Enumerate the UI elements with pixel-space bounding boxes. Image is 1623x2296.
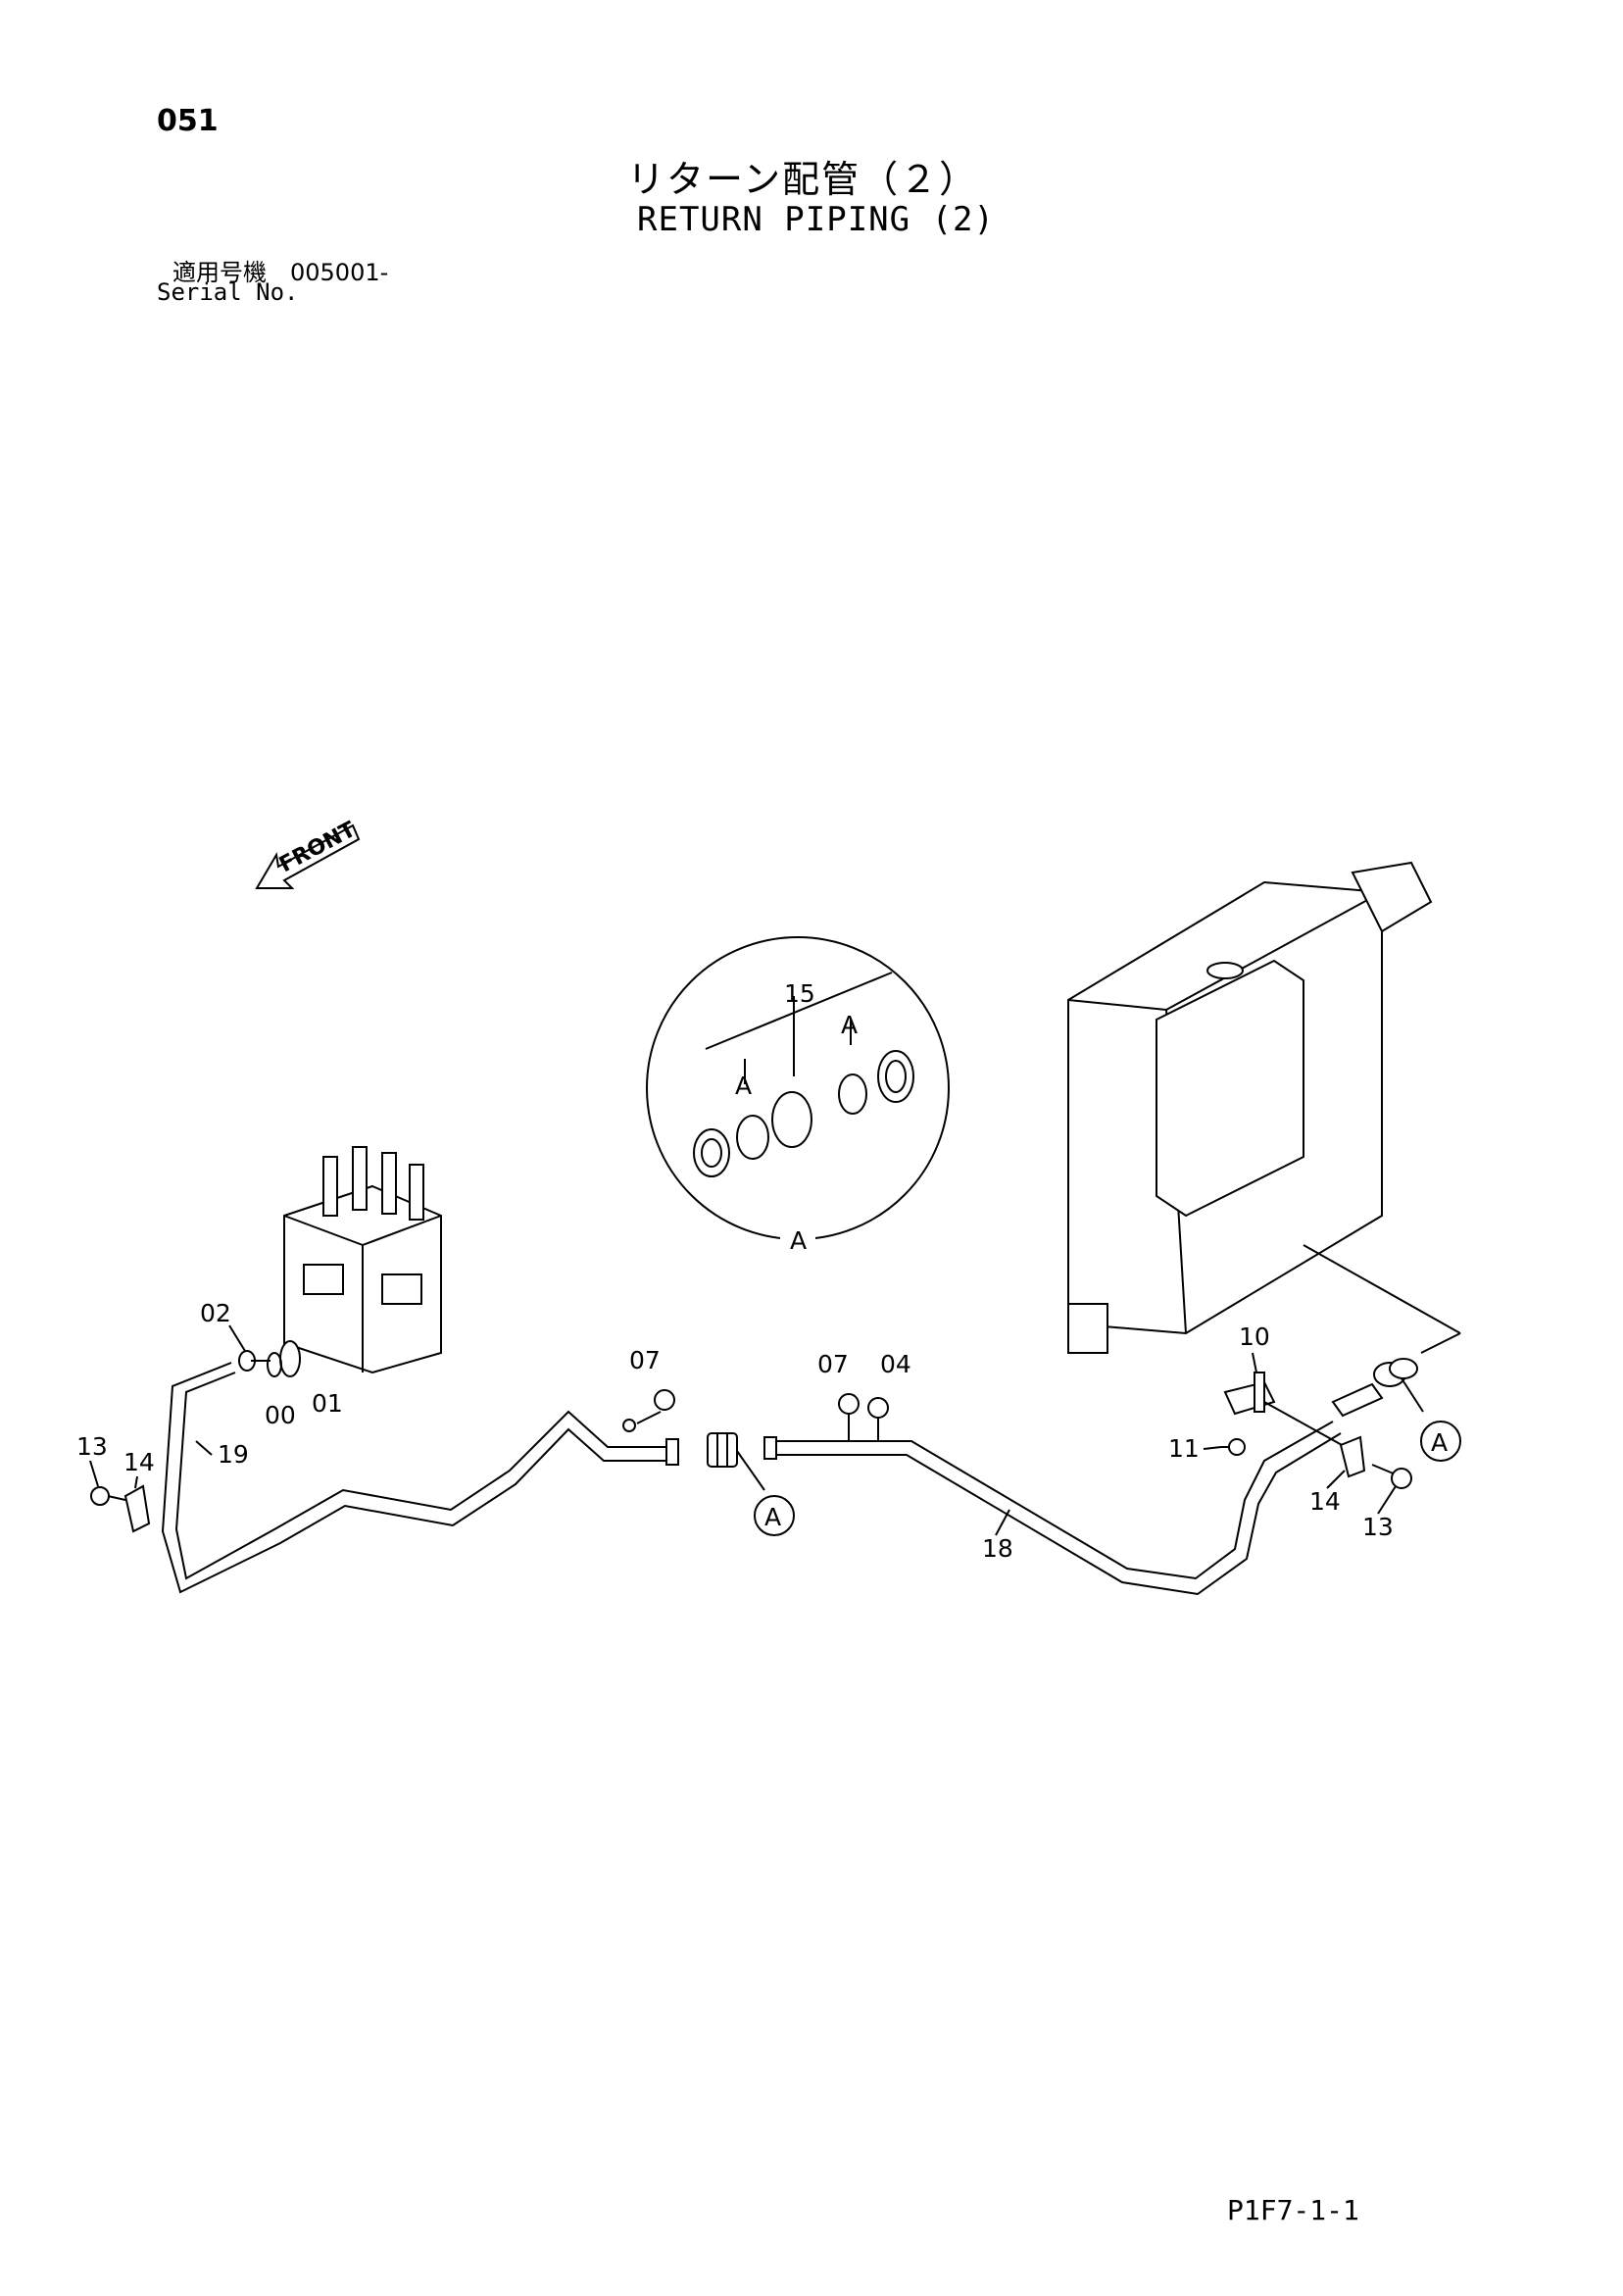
clamp-14-left xyxy=(123,1484,151,1533)
fitting-01 xyxy=(279,1340,301,1377)
callout-label-right: A xyxy=(1431,1428,1448,1457)
serial-label-japanese: 適用号機 005001- xyxy=(172,259,389,286)
callout-label-center: A xyxy=(764,1503,781,1531)
part-label-13-left: 13 xyxy=(76,1432,108,1461)
part-label-14-right: 14 xyxy=(1309,1487,1341,1516)
detail-label-a: A xyxy=(790,1226,807,1255)
part-label-01: 01 xyxy=(312,1389,343,1418)
ref-label-a1: A xyxy=(735,1072,752,1100)
part-label-07-right: 07 xyxy=(817,1350,849,1378)
part-label-18: 18 xyxy=(982,1534,1013,1563)
part-label-04: 04 xyxy=(880,1350,911,1378)
clamp-14-right xyxy=(1339,1435,1366,1478)
serial-label-english: Serial No. xyxy=(157,278,299,306)
part-label-10: 10 xyxy=(1239,1323,1270,1351)
return-hose-19 xyxy=(161,1362,679,1594)
part-label-14-left: 14 xyxy=(123,1448,155,1476)
detail-view-a: 15 A A A xyxy=(646,936,950,1255)
return-pipe-18 xyxy=(763,1421,1342,1596)
page-title-english: RETURN PIPING (2) xyxy=(637,200,995,239)
page-number: 051 xyxy=(157,104,219,138)
part-label-15: 15 xyxy=(784,979,815,1008)
ref-label-a2: A xyxy=(841,1011,858,1039)
page-title-japanese: リターン配管（２） xyxy=(627,158,979,201)
part-label-11: 11 xyxy=(1168,1434,1200,1463)
footer-code: P1F7-1-1 xyxy=(1227,2194,1359,2226)
bolt-11 xyxy=(1221,1438,1246,1456)
part-label-02: 02 xyxy=(200,1299,231,1327)
part-label-00: 00 xyxy=(265,1401,296,1429)
front-label: FRONT xyxy=(275,818,360,878)
bracket-10 xyxy=(1223,1372,1353,1452)
bolt-13-right xyxy=(1371,1464,1412,1489)
bolt-02 xyxy=(238,1350,270,1372)
front-arrow-icon: FRONT xyxy=(255,818,361,889)
part-label-07-left: 07 xyxy=(629,1346,661,1374)
part-label-19: 19 xyxy=(218,1440,249,1469)
plug-07-left xyxy=(622,1389,675,1432)
radiator-assembly xyxy=(1067,861,1461,1354)
center-coupling: A xyxy=(707,1432,795,1536)
part-label-13-right: 13 xyxy=(1362,1513,1394,1541)
right-connection: A xyxy=(1331,1358,1461,1462)
bolt-13-left xyxy=(90,1486,126,1506)
plug-07-right xyxy=(838,1393,860,1441)
oring-00 xyxy=(267,1352,282,1377)
control-valve-assembly xyxy=(283,1146,442,1374)
plug-04 xyxy=(867,1397,889,1441)
